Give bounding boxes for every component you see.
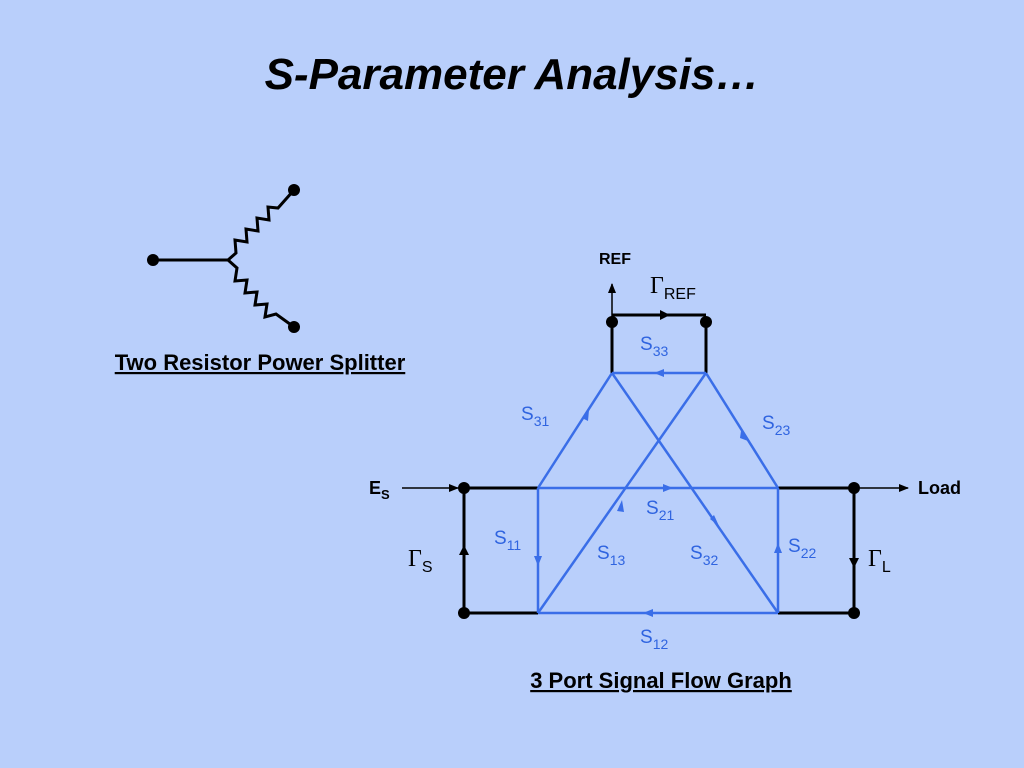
- source-port-label: ES: [369, 478, 390, 502]
- gamma-ref-arrowhead: [660, 310, 670, 320]
- gamma-l-label: ΓL: [868, 546, 891, 576]
- label-s31: S31: [521, 404, 549, 429]
- slide-title: S-Parameter Analysis…: [264, 50, 760, 99]
- gamma-s-label: ΓS: [408, 546, 433, 576]
- power-splitter-symbol: [147, 184, 300, 333]
- load-port-label: Load: [918, 478, 961, 498]
- gamma-ref-label: ΓREF: [650, 273, 696, 303]
- splitter-caption: Two Resistor Power Splitter: [115, 350, 406, 375]
- load-node-top: [848, 482, 860, 494]
- flow-graph: [534, 369, 782, 617]
- source-node-top: [458, 482, 470, 494]
- label-s11: S11: [494, 528, 521, 553]
- s12-arrowhead: [643, 609, 653, 617]
- label-s13: S13: [597, 543, 625, 568]
- gamma-l-arrowhead: [849, 558, 859, 568]
- s32-arrowhead: [710, 515, 719, 526]
- s21-arrowhead: [663, 484, 673, 492]
- splitter-upper-resistor: [227, 189, 296, 262]
- ref-node-right: [700, 316, 712, 328]
- load-node-bottom: [848, 607, 860, 619]
- s13-arrowhead: [617, 500, 624, 512]
- branch-s31: [536, 372, 614, 489]
- label-s32: S32: [690, 543, 718, 568]
- label-s12: S12: [640, 627, 668, 652]
- gamma-s-arrowhead: [459, 545, 469, 555]
- s31-arrowhead: [582, 410, 589, 421]
- splitter-lower-terminal: [288, 321, 300, 333]
- s33-arrowhead: [654, 369, 664, 377]
- source-node-bottom: [458, 607, 470, 619]
- splitter-lower-resistor: [227, 258, 295, 329]
- branch-s23: [704, 372, 780, 489]
- branch-s32: [610, 372, 780, 614]
- s22-arrowhead: [774, 543, 782, 553]
- port-frame: [402, 283, 909, 619]
- splitter-upper-terminal: [288, 184, 300, 196]
- ref-port-label: REF: [599, 251, 631, 268]
- label-s23: S23: [762, 413, 790, 438]
- s23-arrowhead: [740, 431, 748, 441]
- s11-arrowhead: [534, 556, 542, 566]
- branch-s13: [536, 372, 708, 614]
- label-s33: S33: [640, 334, 668, 359]
- graph-caption: 3 Port Signal Flow Graph: [530, 668, 792, 693]
- ref-node-left: [606, 316, 618, 328]
- label-s21: S21: [646, 498, 674, 523]
- label-s22: S22: [788, 536, 816, 561]
